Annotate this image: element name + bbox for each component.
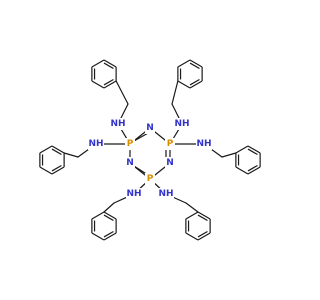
benzene-bond [91, 232, 105, 241]
benzene-ring-6 [185, 211, 211, 241]
svg-text:NH: NH [158, 189, 173, 199]
benzene-ring-2 [39, 145, 65, 175]
benzene-bond [51, 145, 65, 154]
amine-left: NH [88, 138, 104, 150]
svg-text:NH: NH [88, 139, 103, 149]
ring-nitrogen-top: N [145, 122, 155, 134]
benzene-bond [91, 80, 105, 89]
benzene-bond [197, 232, 211, 241]
svg-text:N: N [166, 158, 174, 168]
ring-nitrogen-left: N [125, 157, 135, 169]
benzene-double-bond [189, 78, 200, 86]
benzene-bond [103, 59, 117, 68]
benzene-ring-1 [91, 59, 117, 89]
benzene-bond [235, 166, 249, 175]
svg-text:P: P [147, 174, 154, 184]
svg-text:P: P [167, 139, 174, 149]
benzene-double-bond [247, 164, 258, 172]
benzene-bond [185, 232, 199, 241]
benzene-double-bond [189, 62, 200, 70]
benzene-bond [185, 211, 199, 220]
amine-right: NH [196, 138, 212, 150]
benzene-bond [247, 166, 261, 175]
svg-text:NH: NH [174, 119, 189, 129]
ch2-ring-bond [185, 202, 199, 213]
benzene-bond [177, 59, 191, 68]
ch2-ring-bond [115, 80, 129, 105]
benzene-ring-4 [235, 145, 261, 175]
amine-bottom-left: NH [126, 188, 142, 200]
benzene-double-bond [197, 230, 208, 238]
benzene-bond [103, 211, 117, 220]
molecule-diagram: N N N P P P NH NH [39, 59, 261, 241]
benzene-double-bond [51, 148, 62, 156]
svg-text:NH: NH [196, 139, 211, 149]
svg-text:NH: NH [110, 119, 125, 129]
phosphorus-left: P [125, 138, 135, 150]
benzene-double-bond [103, 62, 114, 70]
benzene-bond [247, 145, 261, 154]
svg-text:N: N [146, 123, 154, 133]
benzene-bond [189, 80, 203, 89]
ch2-ring-bond [103, 202, 115, 213]
benzene-double-bond [103, 78, 114, 86]
benzene-ring-layer [39, 59, 261, 241]
ch2-ring-bond [171, 80, 179, 105]
benzene-bond [51, 166, 65, 175]
benzene-double-bond [197, 214, 208, 222]
phosphorus-bottom: P [145, 173, 155, 185]
benzene-double-bond [247, 148, 258, 156]
benzene-ring-3 [177, 59, 203, 89]
benzene-bond [91, 59, 105, 68]
benzene-bond [39, 166, 53, 175]
amine-top-left: NH [110, 118, 126, 130]
benzene-bond [103, 232, 117, 241]
benzene-bond [103, 80, 117, 89]
benzene-ring-5 [91, 211, 117, 241]
benzene-bond [189, 59, 203, 68]
ch2-ring-bond [63, 152, 79, 158]
benzene-bond [91, 211, 105, 220]
amine-top-right: NH [174, 118, 190, 130]
atom-label-layer: N N N P P P NH NH [88, 118, 212, 200]
svg-text:P: P [127, 139, 134, 149]
benzene-double-bond [51, 164, 62, 172]
svg-text:NH: NH [126, 189, 141, 199]
svg-text:N: N [126, 158, 134, 168]
benzene-double-bond [103, 214, 114, 222]
benzene-bond [197, 211, 211, 220]
benzene-bond [235, 145, 249, 154]
amine-bottom-right: NH [158, 188, 174, 200]
benzene-bond [177, 80, 191, 89]
ring-nitrogen-right: N [165, 157, 175, 169]
benzene-bond [39, 145, 53, 154]
benzene-double-bond [103, 230, 114, 238]
ch2-ring-bond [221, 152, 237, 158]
phosphorus-right: P [165, 138, 175, 150]
